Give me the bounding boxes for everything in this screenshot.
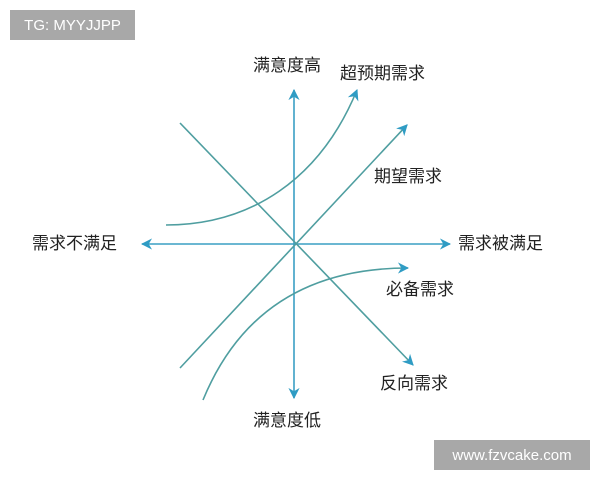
x-right-label: 需求被满足	[458, 234, 543, 254]
reverse-line	[179, 122, 414, 366]
performance-line	[179, 124, 408, 369]
reverse-label: 反向需求	[380, 374, 448, 394]
performance-label: 期望需求	[374, 167, 442, 187]
x-left-label: 需求不满足	[32, 234, 117, 254]
attractive-curve	[165, 88, 359, 226]
watermark-bottom-right: www.fzvcake.com	[434, 440, 590, 470]
attractive-label: 超预期需求	[340, 64, 425, 84]
y-top-label: 满意度高	[253, 56, 321, 76]
y-bottom-label: 满意度低	[253, 411, 321, 431]
watermark-top-left: TG: MYYJJPP	[10, 10, 135, 40]
must-be-label: 必备需求	[386, 280, 454, 300]
must-be-curve	[202, 262, 410, 401]
